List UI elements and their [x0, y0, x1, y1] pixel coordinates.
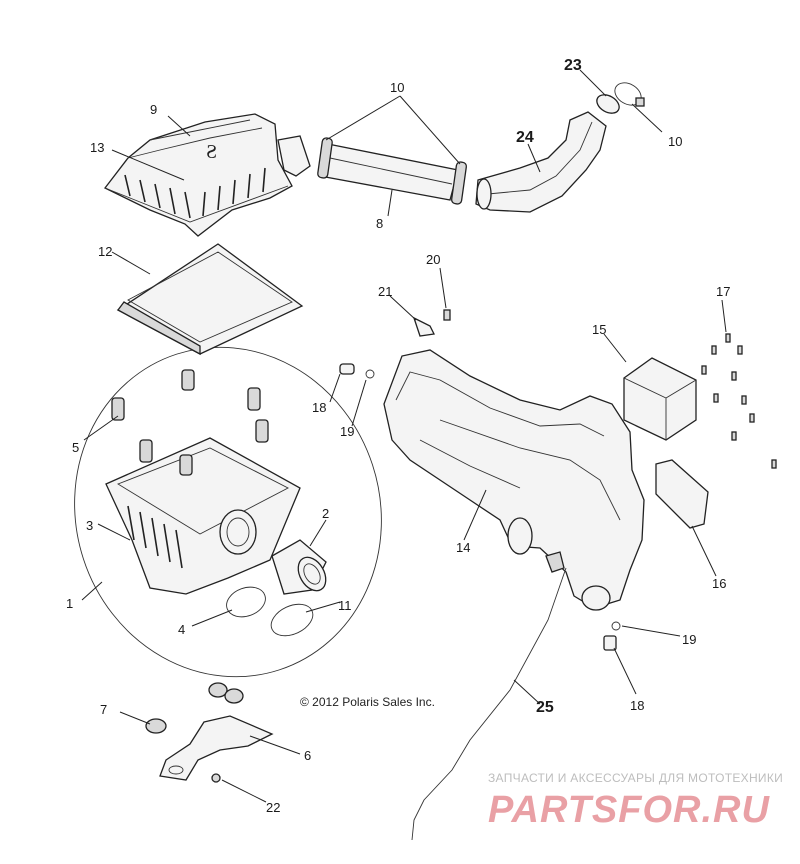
label-13: 13 [90, 140, 104, 155]
label-9: 9 [150, 102, 157, 117]
label-20: 20 [426, 252, 440, 267]
airbox-lower [105, 437, 301, 595]
svg-text:Ƨ: Ƨ [206, 141, 217, 163]
label-6: 6 [304, 748, 311, 763]
label-10a: 10 [390, 80, 404, 95]
label-23: 23 [564, 57, 582, 74]
label-1: 1 [66, 596, 73, 611]
clamp-11 [270, 603, 314, 637]
label-11: 11 [338, 598, 352, 613]
label-2: 2 [322, 506, 329, 521]
label-24: 24 [516, 129, 534, 146]
assembly-ellipse [74, 346, 382, 678]
airbox-cover: Ƨ [104, 113, 311, 237]
watermark-logo: PARTSFOR.RU [488, 789, 770, 831]
label-12: 12 [98, 244, 112, 259]
label-3: 3 [86, 518, 93, 533]
foam-block [623, 357, 697, 441]
callout-labels: 9 13 10 8 23 10 24 12 20 21 17 15 18 19 … [66, 57, 730, 815]
grommets [145, 682, 244, 734]
screws [701, 333, 777, 469]
intake-tube [319, 143, 459, 201]
airbox-housing [383, 349, 645, 611]
watermark-tagline: ЗАПЧАСТИ И АКСЕССУАРЫ ДЛЯ МОТОТЕХНИКИ [488, 771, 783, 785]
label-18b: 18 [630, 698, 644, 713]
bolt [211, 773, 221, 783]
tube-clamps [317, 137, 468, 205]
label-16: 16 [712, 576, 726, 591]
copyright-text: © 2012 Polaris Sales Inc. [300, 695, 435, 709]
label-5: 5 [72, 440, 79, 455]
label-18a: 18 [312, 400, 326, 415]
foam-pad [655, 459, 709, 529]
leader-lines [81, 69, 727, 803]
coupler [271, 539, 327, 595]
label-8: 8 [376, 216, 383, 231]
intake-duct [475, 111, 607, 213]
label-19a: 19 [340, 424, 354, 439]
label-19b: 19 [682, 632, 696, 647]
label-7: 7 [100, 702, 107, 717]
duct-clamps [596, 82, 645, 114]
label-22: 22 [266, 800, 280, 815]
label-15: 15 [592, 322, 606, 337]
label-21: 21 [378, 284, 392, 299]
retaining-clips [111, 369, 269, 476]
small-fittings [339, 309, 621, 651]
drain-hose [411, 551, 567, 841]
label-4: 4 [178, 622, 185, 637]
label-25: 25 [536, 699, 554, 716]
label-17: 17 [716, 284, 730, 299]
label-10b: 10 [668, 134, 682, 149]
clamp-4 [226, 586, 266, 618]
mounting-bracket [159, 715, 274, 781]
air-filter [116, 243, 304, 356]
label-14: 14 [456, 540, 470, 555]
